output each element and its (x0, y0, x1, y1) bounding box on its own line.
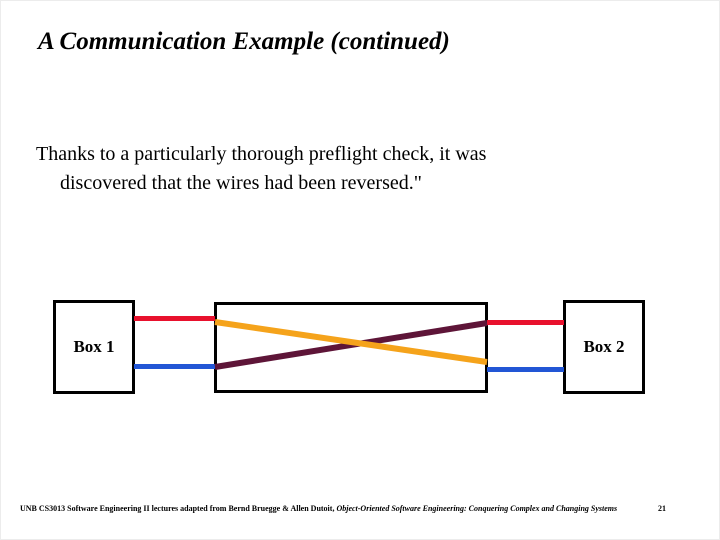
box-2-label: Box 2 (583, 337, 625, 356)
box-2: Box 2 (563, 300, 645, 394)
wire-red-left (134, 316, 215, 321)
wire-red-right (487, 320, 564, 325)
footer-credit: UNB CS3013 Software Engineering II lectu… (20, 504, 640, 513)
wire-blue-left (134, 364, 215, 369)
footer-credit-text: UNB CS3013 Software Engineering II lectu… (20, 504, 337, 513)
box-1: Box 1 (53, 300, 135, 394)
wire-blue-right (487, 367, 564, 372)
body-text-line-2: discovered that the wires had been rever… (60, 172, 422, 194)
box-1-label: Box 1 (73, 337, 115, 356)
page-number: 21 (658, 504, 666, 513)
junction-box (214, 302, 488, 393)
body-text: Thanks to a particularly thorough prefli… (36, 140, 486, 198)
slide-title: A Communication Example (continued) (38, 28, 450, 55)
footer-book-title: Object-Oriented Software Engineering: Co… (336, 504, 618, 513)
body-text-line-1: Thanks to a particularly thorough prefli… (36, 143, 487, 165)
